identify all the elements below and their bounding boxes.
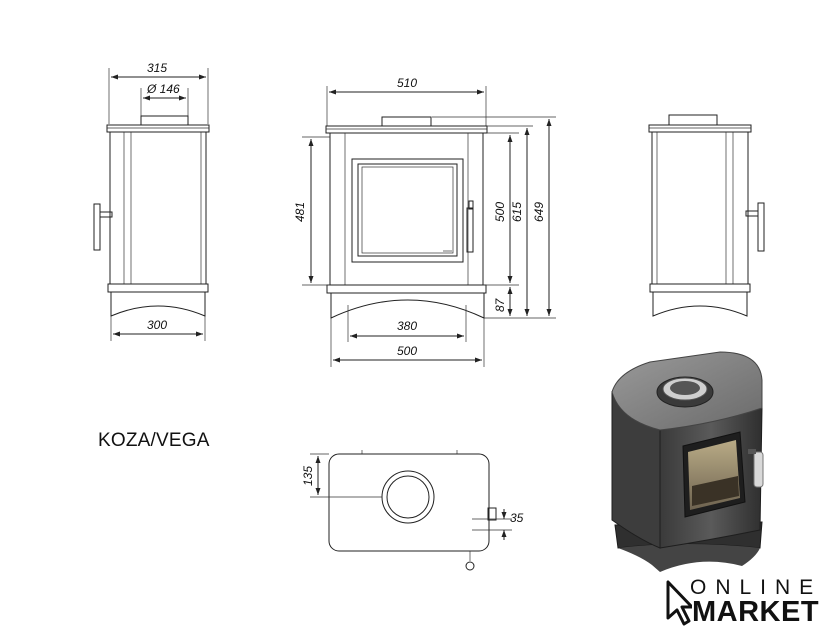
top-view: 135 35	[301, 450, 524, 571]
model-name: KOZA/VEGA	[98, 430, 210, 451]
dim-base-height: 87	[493, 297, 507, 312]
cursor-icon	[666, 580, 692, 626]
side-view-right	[648, 114, 765, 317]
dim-firebox-height: 500	[493, 202, 507, 222]
dim-flue-diameter: Ø 146	[146, 82, 180, 96]
dim-front-width-top: 510	[397, 76, 417, 90]
online-market-logo: ONLINE MARKET	[664, 576, 824, 632]
side-view-left: 315 Ø 146 300	[93, 61, 210, 341]
stove-render	[611, 351, 764, 572]
front-view: 510 481 500 615	[293, 76, 556, 367]
dim-base-width: 380	[397, 319, 417, 333]
dim-door-height: 481	[293, 202, 307, 222]
dim-side-depth-top: 315	[147, 61, 167, 75]
dim-front-width-bottom: 500	[397, 344, 417, 358]
dim-flue-height: 615	[510, 202, 524, 222]
dim-total-height: 649	[532, 202, 546, 222]
logo-line-market: MARKET	[692, 596, 820, 628]
dim-flue-offset: 135	[301, 466, 315, 486]
dim-side-depth-bottom: 300	[147, 318, 167, 332]
logo-line-online: ONLINE	[690, 576, 823, 599]
dim-handle-offset: 35	[510, 511, 524, 525]
